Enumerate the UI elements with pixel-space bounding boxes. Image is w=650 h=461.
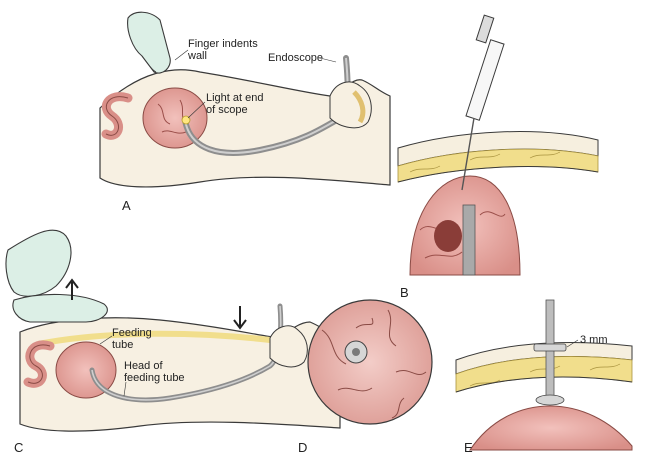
glove-hand-c (5, 229, 72, 297)
panel-letter-e: E (464, 440, 473, 455)
scope-b (462, 204, 476, 276)
light-at-end-label: Light at end of scope (206, 92, 264, 116)
panel-d (307, 299, 433, 425)
glove-finger-a (127, 11, 171, 74)
measurement-label: 3 mm (580, 334, 608, 346)
head-c (269, 325, 308, 368)
panel-b (397, 14, 599, 276)
stomach-lining-disc (307, 299, 433, 425)
glove-hand-lower-c (12, 293, 108, 323)
syringe-b (461, 14, 505, 191)
arrow-down-c (233, 306, 247, 330)
stomach-e (469, 405, 633, 451)
arrow-up-c (65, 278, 79, 300)
external-bolster-e (533, 343, 567, 352)
finger-indents-label: Finger indents wall (188, 38, 258, 62)
head-of-feeding-tube-label: Head of feeding tube (124, 360, 185, 384)
panel-letter-b: B (400, 285, 409, 300)
feeding-tube-label: Feeding tube (112, 327, 152, 351)
panel-letter-c: C (14, 440, 24, 455)
panel-letter-d: D (298, 440, 308, 455)
panel-e (455, 299, 633, 451)
panel-a (99, 11, 391, 188)
panel-c (5, 229, 341, 432)
internal-bumper-e (535, 394, 565, 406)
panel-letter-a: A (122, 198, 131, 213)
endoscope-label: Endoscope (268, 52, 324, 64)
